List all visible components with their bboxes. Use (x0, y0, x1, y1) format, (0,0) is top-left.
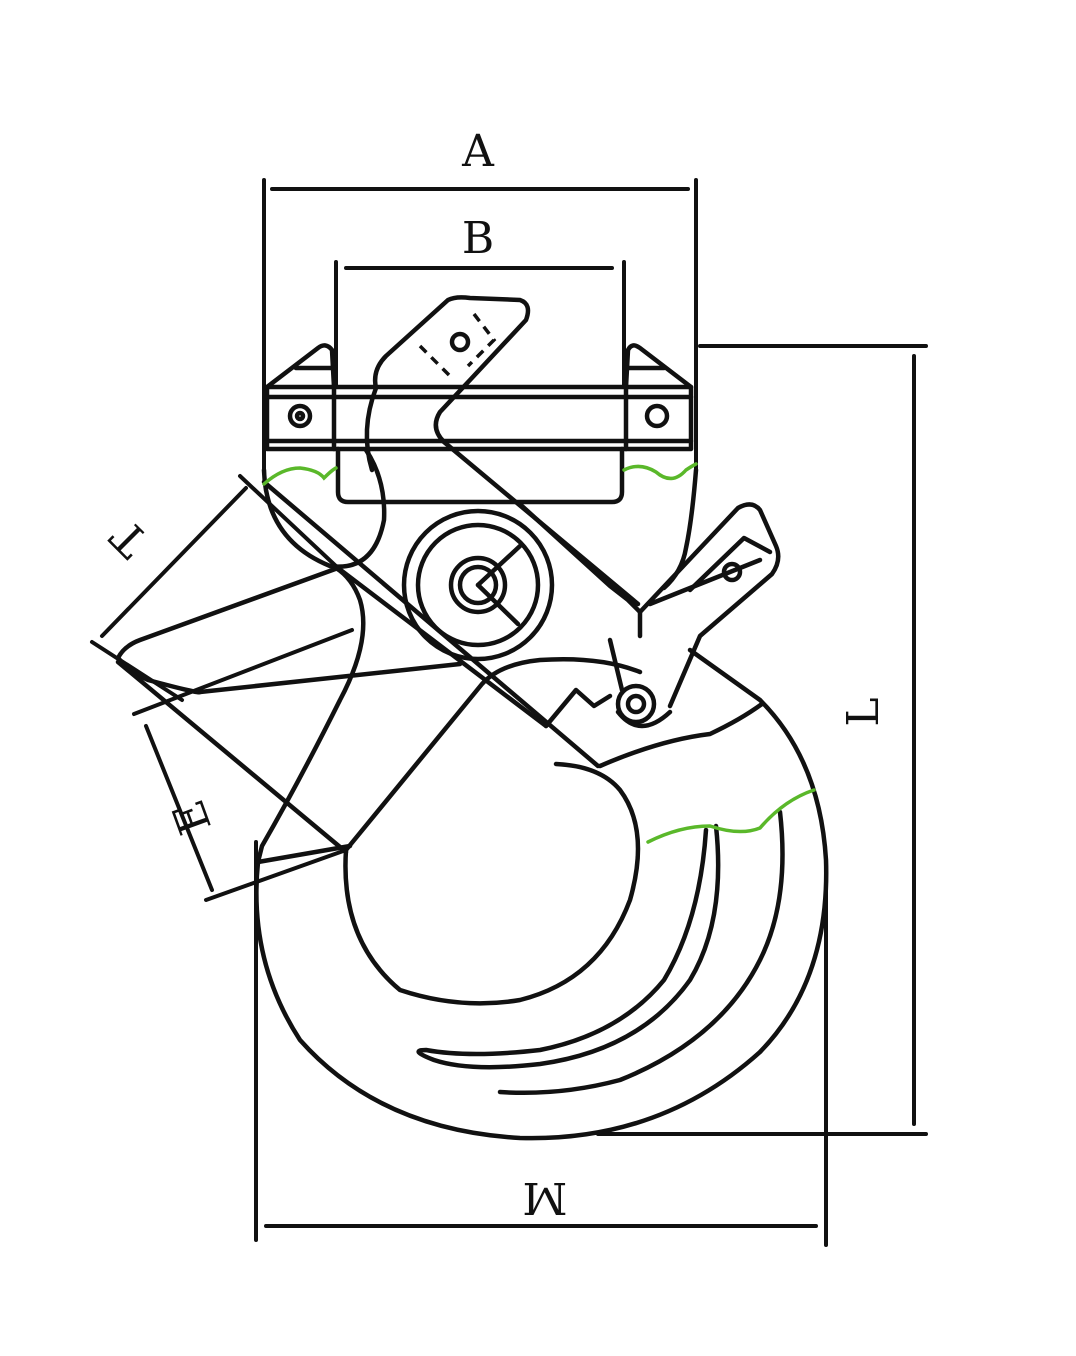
clevis-latch (364, 295, 641, 607)
break-marks (262, 462, 816, 844)
hook-shank (261, 479, 643, 769)
dimension-label-t: T (101, 510, 158, 567)
dimension-e: E (132, 628, 354, 902)
dimension-label-m: M (522, 1172, 567, 1223)
dimension-label-l: L (838, 697, 889, 726)
break-mark-left (262, 466, 338, 486)
swivel-bearing (401, 508, 555, 662)
dimension-label-e: E (163, 793, 222, 841)
dimension-l: L (596, 344, 928, 1136)
break-mark-right (622, 462, 698, 481)
clevis-pin-holes (287, 403, 670, 429)
break-mark-hook (646, 788, 816, 844)
dimension-b: B (334, 213, 626, 387)
dimension-m: M (254, 840, 828, 1247)
hook-body (115, 565, 829, 1141)
dimension-a: A (262, 126, 698, 472)
dimension-label-b: B (462, 213, 494, 264)
dimension-label-a: A (461, 126, 495, 177)
hook-latch (615, 502, 781, 729)
